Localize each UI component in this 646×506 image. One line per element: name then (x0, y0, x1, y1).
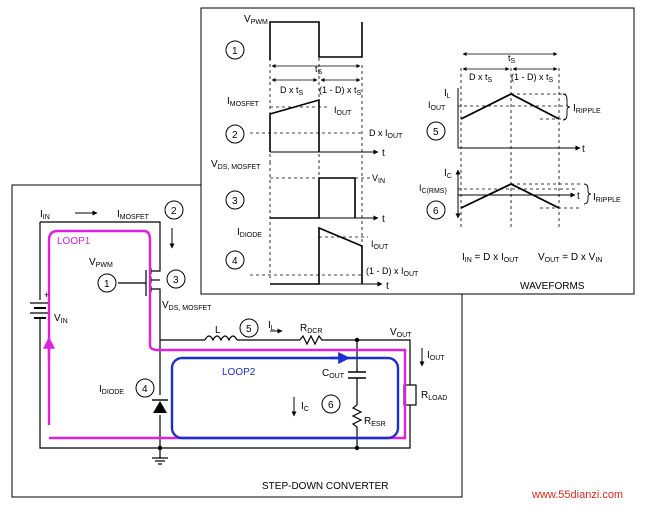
resistor-esr-symbol (351, 404, 363, 430)
label-vpwm: VPWM (89, 257, 113, 269)
svg-text:3: 3 (173, 275, 179, 286)
waveforms-panel: VPWM tS D x tS (1 - D) x tS IMOSFET IOUT… (200, 7, 635, 295)
node-vout (354, 337, 360, 343)
label-il: IL (268, 320, 275, 332)
label-inductor: L (215, 325, 221, 336)
loop1-path (47, 229, 407, 440)
wf-label-il: IL (444, 88, 451, 100)
wf-label-vin: VIN (372, 173, 385, 185)
svg-text:6: 6 (433, 206, 439, 217)
diode-symbol (152, 399, 168, 413)
label-ic: IC (301, 401, 309, 413)
converter-marker-5: 5 (239, 318, 259, 338)
label-vds: VDS, MOSFET (162, 300, 212, 312)
watermark: www.55dianzi.com (531, 489, 623, 501)
wf-label-ts-left: tS (315, 64, 323, 76)
wf-marker-5: 5 (426, 121, 446, 141)
label-idiode: IDIODE (99, 384, 124, 396)
label-rload: RLOAD (421, 390, 447, 402)
label-iin: IIN (40, 209, 50, 221)
current-arrows (75, 210, 425, 417)
wf-label-ic: IC (444, 168, 452, 180)
wf-label-diout: D x IOUT (369, 128, 403, 140)
label-iout: IOUT (427, 350, 445, 362)
label-loop2: LOOP2 (222, 367, 256, 378)
converter-marker-1: 1 (97, 273, 117, 293)
wf-label-1mdts-left: (1 - D) x tS (319, 85, 362, 97)
wf-label-vpwm: VPWM (244, 14, 268, 26)
equation-vout: VOUT = D x VIN (538, 252, 602, 264)
converter-marker-6: 6 (321, 394, 341, 414)
wf-label-iout-4: IOUT (371, 239, 389, 251)
label-plus: + (44, 290, 49, 300)
label-cout: COUT (322, 368, 345, 380)
wf-label-imosfet: IMOSFET (227, 96, 260, 108)
wf-marker-2: 2 (225, 124, 245, 144)
svg-text:5: 5 (246, 324, 252, 335)
svg-text:4: 4 (142, 384, 148, 395)
svg-text:4: 4 (232, 256, 238, 267)
circuit-wires (39, 221, 411, 458)
converter-title: STEP-DOWN CONVERTER (262, 481, 389, 492)
wf-label-t-4: t (386, 281, 389, 292)
waveforms-frame (200, 7, 635, 295)
loop2-path (170, 356, 400, 440)
svg-text:6: 6 (328, 400, 334, 411)
wf-label-dts-right: D x tS (469, 72, 493, 84)
wf-label-dts-left: D x tS (280, 85, 304, 97)
wave-imosfet (250, 98, 379, 155)
label-vin: VIN (54, 313, 68, 325)
wf-label-t-6: t (577, 191, 580, 202)
wf-label-iout-2: IOUT (334, 105, 352, 117)
wf-label-idiode: IDIODE (237, 227, 262, 239)
wave-ic (455, 169, 592, 219)
wave-idiode (250, 226, 383, 287)
ground-symbol (152, 457, 168, 465)
svg-text:2: 2 (171, 206, 177, 217)
inductor-symbol (204, 335, 238, 342)
wf-marker-1: 1 (225, 40, 245, 60)
wave-il (457, 88, 581, 151)
label-resr: RESR (364, 416, 386, 428)
capacitor-symbol (348, 371, 366, 379)
svg-text:1: 1 (104, 279, 110, 290)
wf-marker-3: 3 (225, 190, 245, 210)
svg-text:3: 3 (232, 196, 238, 207)
node-ground (157, 445, 163, 451)
wf-label-ts-right: tS (508, 53, 516, 65)
label-vout: VOUT (390, 327, 412, 339)
wf-marker-4: 4 (225, 250, 245, 270)
wf-label-1mdts-right: (1 - D) x tS (511, 72, 554, 84)
converter-marker-3: 3 (166, 269, 186, 289)
node-esr-bottom (354, 445, 360, 451)
wf-label-t-3: t (382, 214, 385, 225)
wf-label-iripple-5: IRIPPLE (573, 103, 601, 115)
wf-marker-6: 6 (426, 200, 446, 220)
battery-symbol (30, 302, 50, 326)
wave-vds (269, 162, 379, 278)
waveforms-title: WAVEFORMS (520, 281, 585, 292)
wf-label-1mdiout: (1 - D) x IOUT (366, 266, 419, 278)
svg-text:1: 1 (232, 46, 238, 57)
label-loop1: LOOP1 (57, 236, 91, 247)
equation-iin: IIN = D x IOUT (462, 252, 519, 264)
resistor-dcr-symbol (299, 334, 325, 346)
converter-marker-2: 2 (164, 200, 184, 220)
wf-label-iripple-6: IRIPPLE (593, 192, 621, 204)
svg-text:2: 2 (232, 130, 238, 141)
label-imosfet: IMOSFET (117, 209, 150, 221)
converter-marker-4: 4 (135, 378, 155, 398)
label-rdcr: RDCR (300, 323, 322, 335)
svg-text:5: 5 (433, 127, 439, 138)
wf-label-t-5: t (582, 144, 585, 155)
wf-label-vds: VDS, MOSFET (211, 159, 261, 171)
wf-label-icrms: IC(RMS) (419, 183, 447, 195)
wf-label-t-2: t (382, 148, 385, 159)
wf-label-iout-5: IOUT (428, 100, 446, 112)
